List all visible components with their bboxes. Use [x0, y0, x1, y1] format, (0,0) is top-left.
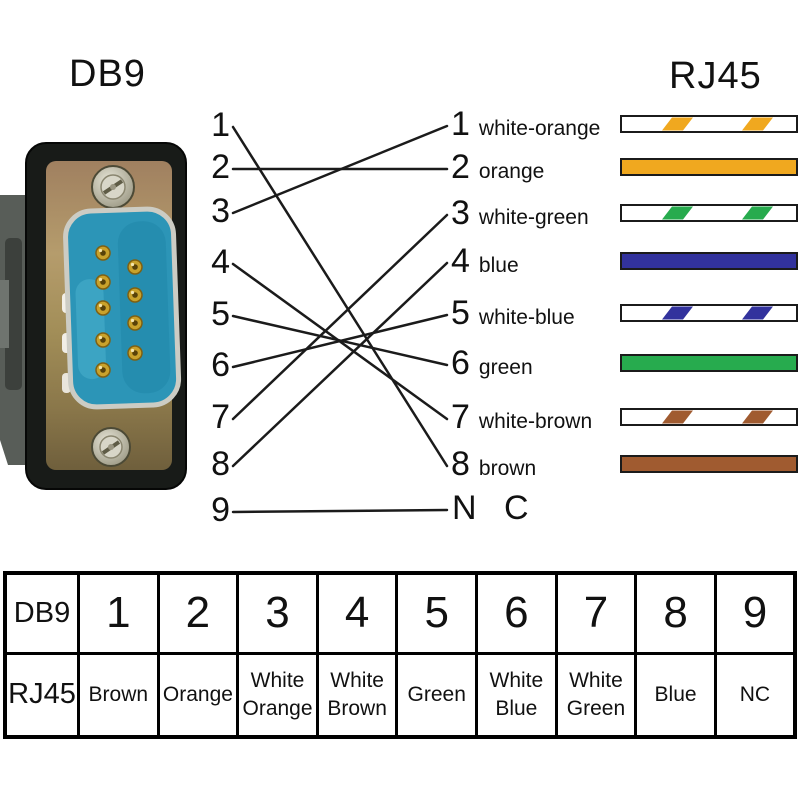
- gold-pin: [127, 287, 143, 303]
- table-rj45-wire-cell: White Green: [554, 651, 638, 739]
- table-db9-pin-cell: 4: [315, 571, 399, 655]
- table-db9-header: DB9: [3, 571, 80, 655]
- gold-pin: [127, 315, 143, 331]
- connection-line-db9-4-rj45-7: [231, 262, 449, 421]
- table-db9-pin-cell: 3: [236, 571, 319, 655]
- db9-pin-number: 4: [211, 243, 230, 281]
- table-db9-pin-cell: 1: [77, 571, 160, 655]
- db9-pin-number: 6: [211, 346, 230, 384]
- rj45-wire-label: white-blue: [478, 306, 575, 329]
- rj45-pin-row: 4 blue: [451, 241, 519, 281]
- rj45-wire-label: blue: [478, 254, 519, 277]
- gold-pin: [95, 300, 111, 316]
- gold-pin: [95, 362, 111, 378]
- wire-stripe-orange: [620, 158, 798, 176]
- rj45-pin-row: 3 white-green: [451, 193, 589, 233]
- gold-pin: [95, 274, 111, 290]
- rj45-pin-row: 7 white-brown: [451, 397, 592, 437]
- table-db9-pin-cell: 5: [395, 571, 479, 655]
- table-rj45-wire-cell: White Brown: [315, 651, 399, 739]
- rj45-pin-row: 8 brown: [451, 444, 536, 484]
- table-rj45-wire-cell: Green: [395, 651, 479, 739]
- gold-pin: [127, 259, 143, 275]
- rj45-wire-label: white-green: [478, 206, 589, 229]
- wire-stripe-white-green: [620, 204, 798, 222]
- rj45-pin-row: 2 orange: [451, 147, 544, 187]
- rj45-title: RJ45: [669, 55, 762, 97]
- table-rj45-wire-cell: White Orange: [236, 651, 319, 739]
- rj45-wire-label: brown: [478, 457, 537, 480]
- table-rj45-wire-cell: Blue: [634, 651, 717, 739]
- table-db9-pin-cell: 9: [713, 571, 797, 655]
- db9-pin-number: 1: [211, 106, 230, 144]
- db9-pin-number: 3: [211, 192, 230, 230]
- rj45-pin-row: 6 green: [451, 343, 533, 383]
- rj45-wire-label: white-orange: [478, 117, 601, 140]
- connection-line-db9-1-rj45-8: [231, 125, 449, 468]
- rj45-pin-number: 4: [451, 242, 470, 280]
- rj45-pin-number: 3: [451, 194, 470, 232]
- wire-stripe-white-blue: [620, 304, 798, 322]
- rj45-wire-label: orange: [478, 160, 545, 183]
- table-db9-pin-cell: 8: [634, 571, 717, 655]
- wire-stripe-white-brown: [620, 408, 798, 426]
- screw-top: [91, 165, 135, 209]
- table-rj45-wire-cell: White Blue: [475, 651, 558, 739]
- rj45-wire-label: white-brown: [478, 410, 593, 433]
- rj45-pin-row: 5 white-blue: [451, 293, 575, 333]
- db9-pin-number: 2: [211, 148, 230, 186]
- gold-pin: [95, 245, 111, 261]
- table-rj45-wire-cell: Brown: [77, 651, 160, 739]
- connection-line-db9-9-rj45-NC: [231, 508, 449, 514]
- db9-pin-number: 5: [211, 295, 230, 333]
- pin-insert: [63, 206, 182, 410]
- rj45-wire-label: green: [478, 356, 533, 379]
- rj45-pin-number: 2: [451, 148, 470, 186]
- table-rj45-header: RJ45: [3, 651, 80, 739]
- db9-connector-photo: [0, 142, 187, 490]
- rj45-pin-number: 7: [451, 398, 470, 436]
- table-db9-pin-cell: 7: [554, 571, 638, 655]
- connection-line-db9-8-rj45-4: [231, 261, 449, 468]
- db9-pin-number: 8: [211, 445, 230, 483]
- table-rj45-wire-cell: NC: [713, 651, 797, 739]
- connection-line-db9-5-rj45-6: [231, 314, 449, 367]
- wire-stripe-blue: [620, 252, 798, 270]
- rj45-pin-number: 5: [451, 294, 470, 332]
- screw-bottom: [91, 427, 131, 467]
- table-db9-pin-cell: 2: [156, 571, 240, 655]
- nc-label: N C: [452, 489, 538, 527]
- rj45-pin-number: 6: [451, 344, 470, 382]
- connection-line-db9-6-rj45-5: [231, 313, 449, 369]
- rj45-pin-number: 1: [451, 105, 470, 143]
- wire-stripe-brown: [620, 455, 798, 473]
- connection-line-db9-3-rj45-1: [231, 124, 449, 215]
- wire-stripe-green: [620, 354, 798, 372]
- connection-line-db9-7-rj45-3: [231, 213, 449, 421]
- db9-title: DB9: [69, 53, 146, 95]
- rj45-pin-row: 1 white-orange: [451, 104, 600, 144]
- table-db9-pin-cell: 6: [475, 571, 558, 655]
- db9-pin-number: 9: [211, 491, 230, 529]
- gold-pin: [95, 332, 111, 348]
- wire-stripe-white-orange: [620, 115, 798, 133]
- rj45-pin-number: 8: [451, 445, 470, 483]
- gold-pins: [95, 245, 143, 378]
- db9-pin-number: 7: [211, 398, 230, 436]
- gold-pin: [127, 345, 143, 361]
- table-rj45-wire-cell: Orange: [156, 651, 240, 739]
